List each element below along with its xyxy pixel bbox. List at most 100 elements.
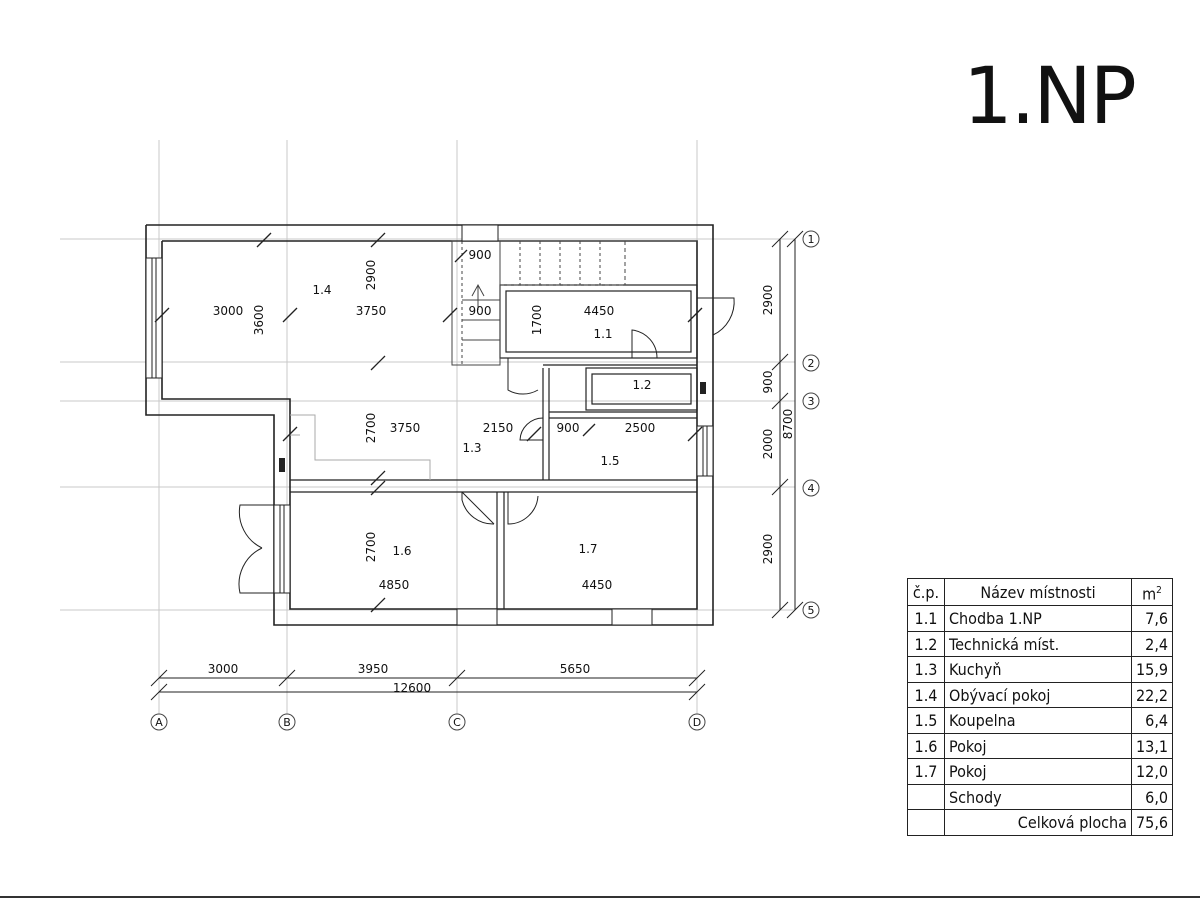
room-name: Pokoj xyxy=(944,758,1132,785)
vent-markers xyxy=(279,382,706,472)
table-row: 1.7 Pokoj 12,0 xyxy=(907,758,1174,785)
room-label-1-2: 1.2 xyxy=(632,378,651,392)
room-label-1-1: 1.1 xyxy=(593,327,612,341)
dim-3750-mid: 3750 xyxy=(390,421,421,435)
interior-walls xyxy=(290,284,698,609)
table-row: 1.3 Kuchyň 15,9 xyxy=(907,656,1174,683)
header-area-sup: 2 xyxy=(1156,585,1162,596)
table-row: 1.4 Obývací pokoj 22,2 xyxy=(907,681,1174,709)
room-number: 1.4 xyxy=(907,681,945,709)
total-value: 75,6 xyxy=(1130,809,1174,836)
axis-label-c: C xyxy=(453,716,461,729)
room-area: 12,0 xyxy=(1130,758,1174,785)
dim-1700: 1700 xyxy=(530,305,544,336)
table-row: 1.5 Koupelna 6,4 xyxy=(907,707,1174,734)
room-label-1-7: 1.7 xyxy=(578,542,597,556)
room-area: 15,9 xyxy=(1130,656,1174,683)
room-number: 1.6 xyxy=(907,732,945,760)
room-name: Obývací pokoj xyxy=(944,681,1132,709)
axis-label-b: B xyxy=(283,716,291,729)
room-number: 1.5 xyxy=(907,707,945,734)
table-total-row: Celková plocha 75,6 xyxy=(907,809,1174,836)
room-name: Chodba 1.NP xyxy=(944,605,1132,632)
interior-ticks xyxy=(154,232,703,613)
dim-4850: 4850 xyxy=(379,578,410,592)
windows xyxy=(145,224,714,626)
dim-bottom-5650: 5650 xyxy=(560,662,591,676)
axis-labels: 1 2 3 4 5 A B C D xyxy=(155,233,814,729)
room-label-1-3: 1.3 xyxy=(462,441,481,455)
room-name: Schody xyxy=(944,783,1132,811)
room-label-1-6: 1.6 xyxy=(392,544,411,558)
dim-2700-low: 2700 xyxy=(364,532,378,563)
axis-markers xyxy=(150,230,820,731)
room-number: 1.3 xyxy=(907,656,945,683)
dim-2500: 2500 xyxy=(625,421,656,435)
room-number xyxy=(907,783,945,811)
dim-right-2900-a: 2900 xyxy=(761,285,775,316)
table-row: 1.6 Pokoj 13,1 xyxy=(907,732,1174,760)
header-area: m2 xyxy=(1130,577,1174,607)
bottom-dimension-lines xyxy=(150,669,706,701)
room-number: 1.7 xyxy=(907,758,945,785)
dim-right-2900-b: 2900 xyxy=(761,534,775,565)
dim-3600: 3600 xyxy=(252,305,266,336)
grid-lines xyxy=(60,140,795,720)
dim-4450-low: 4450 xyxy=(582,578,613,592)
room-name: Kuchyň xyxy=(944,656,1132,683)
table-row: Schody 6,0 xyxy=(907,783,1174,811)
room-area: 7,6 xyxy=(1130,605,1174,632)
axis-label-d: D xyxy=(693,716,701,729)
dim-2700-mid: 2700 xyxy=(364,413,378,444)
room-number: 1.1 xyxy=(907,605,945,632)
axis-label-5: 5 xyxy=(808,604,815,617)
dim-3750-top: 3750 xyxy=(356,304,387,318)
dim-900-a: 900 xyxy=(469,248,492,262)
table-row: 1.1 Chodba 1.NP 7,6 xyxy=(907,605,1174,632)
dim-900-b: 900 xyxy=(469,304,492,318)
room-area: 13,1 xyxy=(1130,732,1174,760)
room-labels: 1.1 1.2 1.3 1.4 1.5 1.6 1.7 xyxy=(312,283,651,558)
room-schedule-table: č.p. Název místnosti m2 1.1 Chodba 1.NP … xyxy=(907,577,1174,836)
vertical-dimension-labels: 3600 2900 1700 2700 2700 2900 900 2000 8… xyxy=(252,260,795,565)
dimension-labels: 3000 3750 900 900 4450 3750 2150 900 250… xyxy=(208,248,656,695)
table-header-row: č.p. Název místnosti m2 xyxy=(907,577,1174,607)
dim-3000-top: 3000 xyxy=(213,304,244,318)
dim-900-c: 900 xyxy=(557,421,580,435)
dim-2150: 2150 xyxy=(483,421,514,435)
stairs xyxy=(451,240,697,366)
dim-bottom-3000: 3000 xyxy=(208,662,239,676)
room-name: Koupelna xyxy=(944,707,1132,734)
room-name: Pokoj xyxy=(944,732,1132,760)
header-room-name: Název místnosti xyxy=(944,577,1132,607)
dim-right-2000: 2000 xyxy=(761,429,775,460)
room-area: 6,4 xyxy=(1130,707,1174,734)
room-area: 2,4 xyxy=(1130,630,1174,658)
axis-label-3: 3 xyxy=(808,395,815,408)
bottom-border xyxy=(0,896,1200,898)
door-swings xyxy=(238,297,735,594)
room-name: Technická míst. xyxy=(944,630,1132,658)
plan-title: 1.NP xyxy=(963,52,1137,142)
right-dimension-lines xyxy=(771,230,804,619)
room-label-1-5: 1.5 xyxy=(600,454,619,468)
room-number: 1.2 xyxy=(907,630,945,658)
total-empty-cell xyxy=(907,809,945,836)
table-row: 1.2 Technická míst. 2,4 xyxy=(907,630,1174,658)
axis-label-2: 2 xyxy=(808,357,815,370)
room-area: 6,0 xyxy=(1130,783,1174,811)
axis-label-a: A xyxy=(155,716,163,729)
axis-label-4: 4 xyxy=(808,482,815,495)
dim-right-900: 900 xyxy=(761,371,775,394)
axis-label-1: 1 xyxy=(808,233,815,246)
header-room-number: č.p. xyxy=(907,577,945,607)
kitchen-counter xyxy=(290,414,431,480)
dim-2900-top: 2900 xyxy=(364,260,378,291)
dim-bottom-12600: 12600 xyxy=(393,681,431,695)
header-area-unit: m xyxy=(1142,584,1157,604)
total-label: Celková plocha xyxy=(944,809,1132,836)
dim-right-8700: 8700 xyxy=(781,409,795,440)
room-area: 22,2 xyxy=(1130,681,1174,709)
room-label-1-4: 1.4 xyxy=(312,283,331,297)
